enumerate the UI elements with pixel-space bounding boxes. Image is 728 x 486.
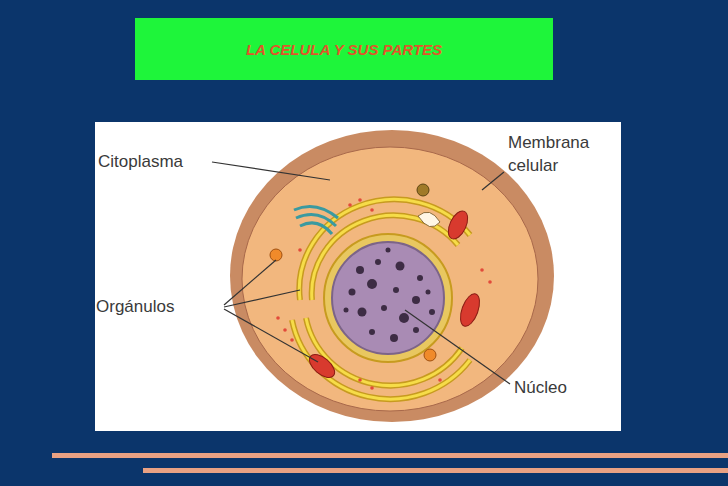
part-label-holder: Orgánulos	[96, 296, 222, 319]
golgi-apparatus	[294, 206, 338, 234]
title-band	[135, 18, 553, 80]
cell-membrane	[230, 130, 554, 422]
part-label-holder: Citoplasma	[98, 151, 210, 174]
image-panel	[95, 122, 621, 431]
part-label: Membrana celular	[508, 132, 613, 178]
decor-bar	[143, 468, 728, 473]
title-text: LA CELULA Y SUS PARTES	[135, 41, 553, 58]
part-label-holder: Membrana celular	[508, 132, 613, 178]
part-label: Núcleo	[514, 377, 614, 400]
title-text-holder: LA CELULA Y SUS PARTES	[135, 18, 553, 80]
part-label: Orgánulos	[96, 296, 222, 319]
mitochondria	[305, 208, 483, 382]
nucleus	[332, 242, 444, 354]
part-label: Citoplasma	[98, 151, 210, 174]
cytoplasm	[242, 147, 538, 411]
part-label-holder: Núcleo	[514, 377, 614, 400]
decor-bar	[52, 453, 728, 458]
endoplasmic-reticulum	[292, 199, 470, 399]
leader-lines	[212, 162, 510, 384]
